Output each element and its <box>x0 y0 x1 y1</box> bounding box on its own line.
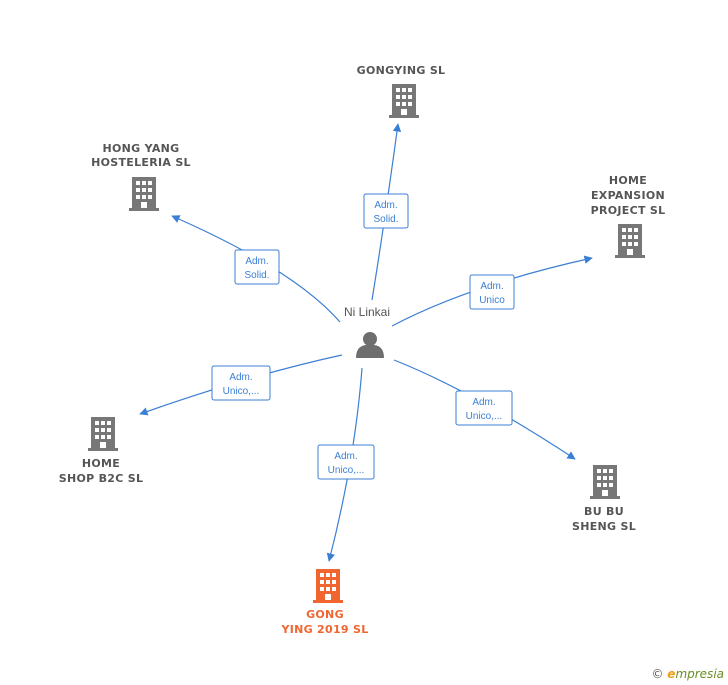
edge-label-homeshop[interactable]: Adm. Unico,... <box>211 365 271 401</box>
center-person-node[interactable]: Ni Linkai <box>344 305 390 358</box>
company-node-hongyang[interactable]: HONG YANG HOSTELERIA SL <box>91 142 191 211</box>
svg-text:HOSTELERIA SL: HOSTELERIA SL <box>91 156 191 169</box>
person-icon <box>356 332 384 358</box>
svg-text:SHOP B2C SL: SHOP B2C SL <box>59 472 144 485</box>
brand-initial: e <box>667 667 676 681</box>
svg-text:BU BU: BU BU <box>584 505 624 518</box>
svg-text:Unico,...: Unico,... <box>223 386 260 397</box>
svg-text:YING 2019 SL: YING 2019 SL <box>280 623 368 636</box>
svg-text:Unico,...: Unico,... <box>328 465 365 476</box>
svg-text:Solid.: Solid. <box>373 214 398 225</box>
svg-text:HOME: HOME <box>82 457 120 470</box>
company-node-homeexp[interactable]: HOME EXPANSION PROJECT SL <box>591 174 666 258</box>
person-name: Ni Linkai <box>344 305 390 319</box>
company-node-homeshop[interactable]: HOME SHOP B2C SL <box>59 417 144 485</box>
empresia-watermark: © empresia <box>651 667 724 681</box>
building-icon <box>88 417 118 451</box>
building-icon <box>389 84 419 118</box>
building-icon <box>615 224 645 258</box>
company-node-gongying[interactable]: GONGYING SL <box>357 64 446 118</box>
svg-text:Adm.: Adm. <box>472 397 495 408</box>
svg-text:Solid.: Solid. <box>244 270 269 281</box>
svg-text:Adm.: Adm. <box>480 281 503 292</box>
svg-text:PROJECT SL: PROJECT SL <box>591 204 666 217</box>
copyright-icon: © <box>651 667 664 681</box>
svg-text:HOME: HOME <box>609 174 647 187</box>
svg-text:Unico: Unico <box>479 295 505 306</box>
svg-text:GONG: GONG <box>306 608 344 621</box>
svg-text:Unico,...: Unico,... <box>466 411 503 422</box>
svg-text:Adm.: Adm. <box>245 256 268 267</box>
edge-label-gongying[interactable]: Adm. Solid. <box>363 193 409 229</box>
svg-text:HONG YANG: HONG YANG <box>103 142 180 155</box>
svg-text:Adm.: Adm. <box>334 451 357 462</box>
building-icon <box>129 177 159 211</box>
svg-text:GONGYING SL: GONGYING SL <box>357 64 446 77</box>
edge-label-gongying2019[interactable]: Adm. Unico,... <box>317 444 375 480</box>
edge-label-hongyang[interactable]: Adm. Solid. <box>234 249 280 285</box>
svg-text:EXPANSION: EXPANSION <box>591 189 665 202</box>
brand-name: mpresia <box>675 667 724 681</box>
company-node-bubu[interactable]: BU BU SHENG SL <box>572 465 636 533</box>
building-icon <box>313 569 343 603</box>
building-icon <box>590 465 620 499</box>
edge-label-bubu[interactable]: Adm. Unico,... <box>455 390 513 426</box>
svg-text:SHENG SL: SHENG SL <box>572 520 636 533</box>
edge-label-homeexp[interactable]: Adm. Unico <box>469 274 515 310</box>
company-node-gongying2019[interactable]: GONG YING 2019 SL <box>280 569 368 636</box>
svg-text:Adm.: Adm. <box>229 372 252 383</box>
svg-text:Adm.: Adm. <box>374 200 397 211</box>
